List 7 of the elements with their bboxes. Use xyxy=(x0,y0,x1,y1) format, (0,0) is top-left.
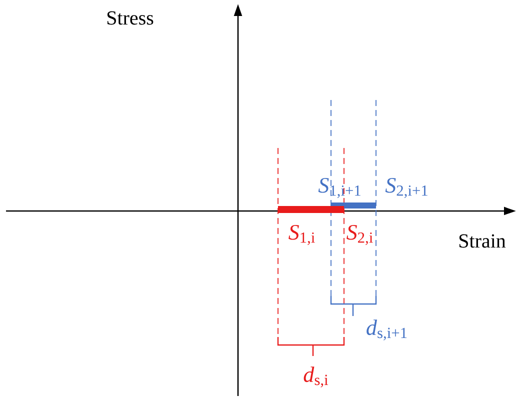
axis-label: Strain xyxy=(459,234,506,248)
axis-label: Stress xyxy=(107,11,154,25)
interval-label: d$_{s,i}$ xyxy=(304,366,328,388)
point-label: S$_{2,i+1}$ xyxy=(385,178,428,198)
point-label: S$_{2,i}$ xyxy=(346,224,373,246)
point-label: S$_{1,i}$ xyxy=(288,224,315,246)
interval-label: d$_{s,i+1}$ xyxy=(366,320,407,340)
